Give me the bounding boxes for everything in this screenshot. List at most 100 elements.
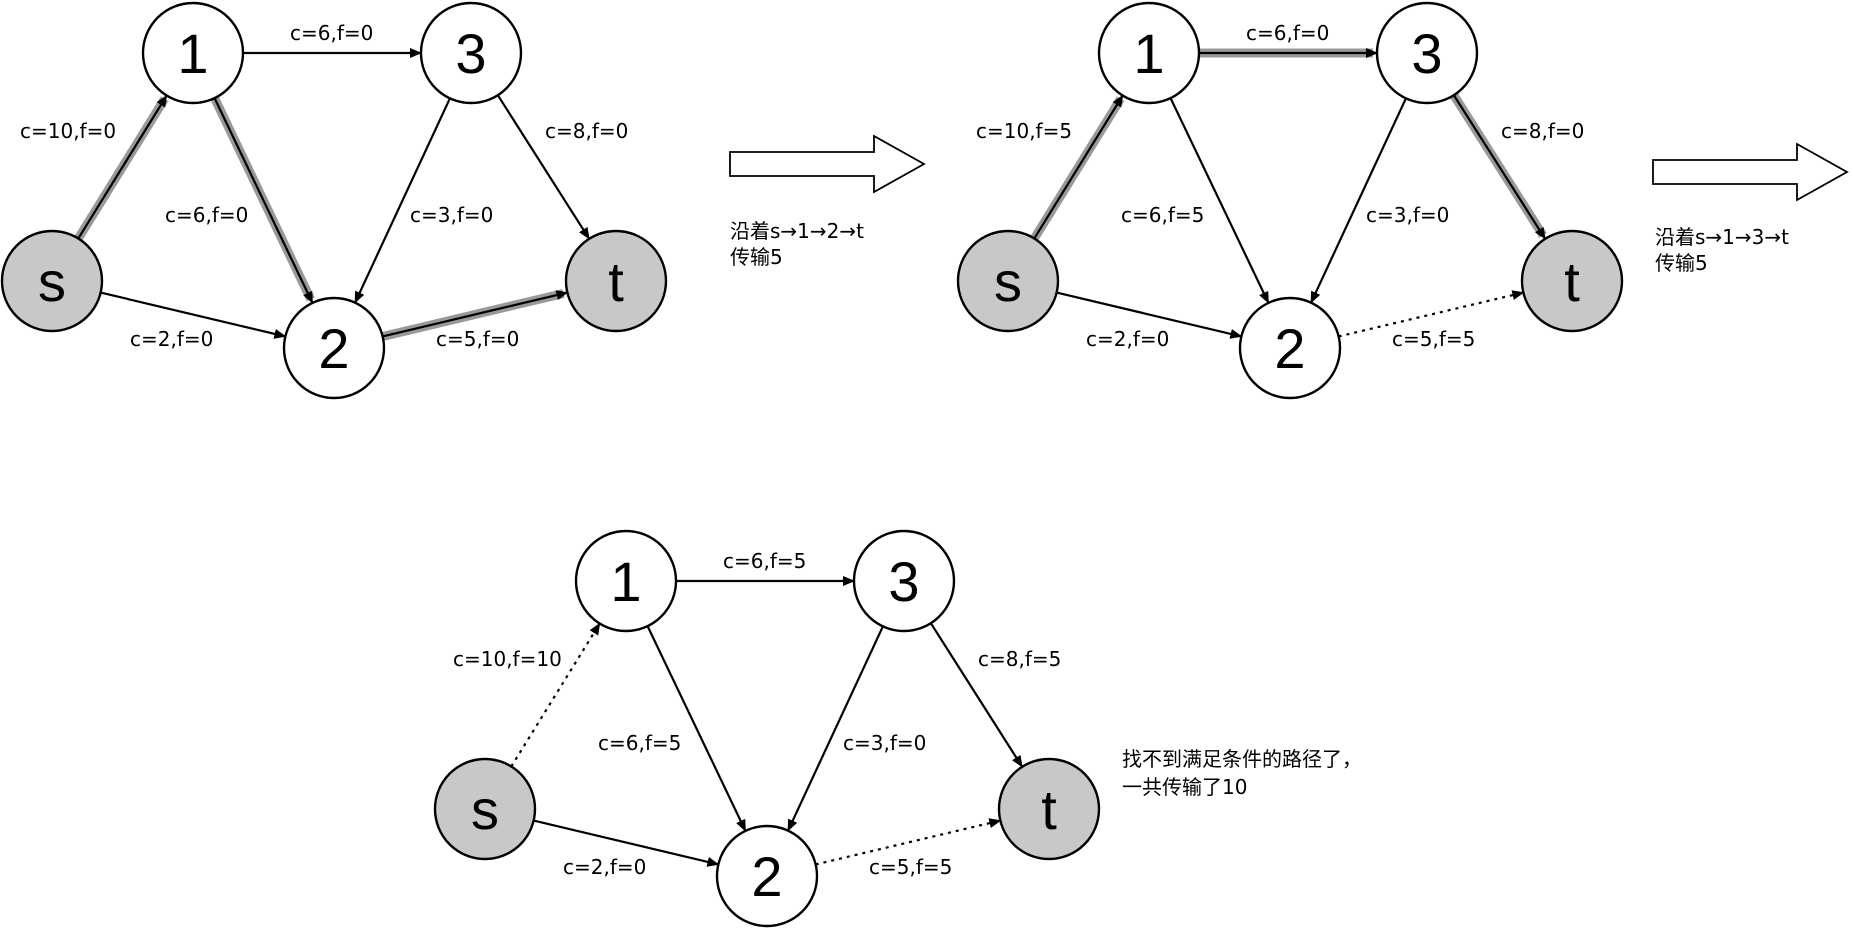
node-circle xyxy=(574,529,678,633)
edge-line xyxy=(100,291,287,339)
edge-3-2: c=3,f=0 xyxy=(354,97,493,304)
edge-label-1-2: c=6,f=5 xyxy=(1121,203,1204,227)
node-s: s xyxy=(956,229,1060,333)
node-circle xyxy=(282,296,386,400)
node-2: 2 xyxy=(715,824,819,928)
edge-s-1: c=10,f=10 xyxy=(453,622,601,768)
edge-label-1-3: c=6,f=0 xyxy=(1246,21,1329,45)
edge-line xyxy=(533,819,720,867)
edge-3-2: c=3,f=0 xyxy=(1310,97,1449,304)
node-label-1: 1 xyxy=(177,22,208,85)
edge-line xyxy=(1056,291,1243,339)
edge-2-t: c=5,f=0 xyxy=(381,289,569,351)
edge-1-3: c=6,f=5 xyxy=(676,549,855,586)
edge-line xyxy=(354,97,451,304)
edge-line xyxy=(1169,97,1270,304)
panel-3: c=10,f=10 c=6,f=5 c=6,f=5 c=3,f=0 c=8,f=5 c=2… xyxy=(433,529,1101,928)
edge-1-3: c=6,f=0 xyxy=(243,21,422,58)
edge-label-s-1: c=10,f=5 xyxy=(976,119,1072,143)
edge-1-2: c=6,f=5 xyxy=(598,625,747,832)
edge-label-s-2: c=2,f=0 xyxy=(1086,327,1169,351)
node-label-2: 2 xyxy=(751,845,782,908)
edge-label-3-t: c=8,f=5 xyxy=(978,647,1061,671)
edge-1-2: c=6,f=0 xyxy=(165,96,315,304)
edge-label-1-2: c=6,f=0 xyxy=(165,203,248,227)
node-label-s: s xyxy=(471,778,499,841)
node-circle xyxy=(715,824,819,928)
node-t: t xyxy=(997,757,1101,861)
edge-line xyxy=(787,625,884,832)
node-label-2: 2 xyxy=(1274,317,1305,380)
node-circle xyxy=(1238,296,1342,400)
step-arrow-1 xyxy=(729,134,926,194)
node-circle xyxy=(0,229,104,333)
node-label-s: s xyxy=(994,250,1022,313)
edge-3-t: c=8,f=0 xyxy=(496,94,628,240)
node-circle xyxy=(141,1,245,105)
edge-s-1: c=10,f=5 xyxy=(976,94,1125,241)
edge-label-3-2: c=3,f=0 xyxy=(1366,203,1449,227)
edge-line xyxy=(1452,94,1547,240)
edge-line xyxy=(646,625,747,832)
edge-label-2-t: c=5,f=5 xyxy=(869,855,952,879)
node-circle xyxy=(564,229,668,333)
node-label-t: t xyxy=(608,250,624,313)
node-circle xyxy=(1097,1,1201,105)
node-t: t xyxy=(1520,229,1624,333)
node-2: 2 xyxy=(282,296,386,400)
step-arrow-2 xyxy=(1652,142,1849,202)
edge-label-1-3: c=6,f=0 xyxy=(290,21,373,45)
edge-label-s-2: c=2,f=0 xyxy=(563,855,646,879)
edge-line xyxy=(382,290,569,338)
panel-2: c=10,f=5 c=6,f=0 c=6,f=5 c=3,f=0 c=8,f=0 c=2,… xyxy=(956,1,1624,400)
edge-line xyxy=(77,94,168,240)
edge-line xyxy=(929,622,1024,768)
node-3: 3 xyxy=(1375,1,1479,105)
edge-label-s-1: c=10,f=0 xyxy=(20,119,116,143)
edge-label-s-2: c=2,f=0 xyxy=(130,327,213,351)
node-circle xyxy=(1520,229,1624,333)
edge-s-2: c=2,f=0 xyxy=(533,819,720,879)
node-2: 2 xyxy=(1238,296,1342,400)
edge-s-2: c=2,f=0 xyxy=(1056,291,1243,351)
node-t: t xyxy=(564,229,668,333)
edge-label-s-1: c=10,f=10 xyxy=(453,647,562,671)
edge-label-3-t: c=8,f=0 xyxy=(545,119,628,143)
edge-label-1-3: c=6,f=5 xyxy=(723,549,806,573)
caption-step1-line1: 沿着s→1→2→t xyxy=(730,219,864,243)
node-circle xyxy=(956,229,1060,333)
node-label-3: 3 xyxy=(455,22,486,85)
edge-3-2: c=3,f=0 xyxy=(787,625,926,832)
edge-line xyxy=(510,622,601,768)
edge-3-t: c=8,f=5 xyxy=(929,622,1061,768)
edge-s-1: c=10,f=0 xyxy=(20,94,169,241)
edge-2-t: c=5,f=5 xyxy=(1338,290,1525,351)
node-3: 3 xyxy=(852,529,956,633)
node-label-2: 2 xyxy=(318,317,349,380)
edge-1-2: c=6,f=5 xyxy=(1121,97,1270,304)
edge-label-3-2: c=3,f=0 xyxy=(410,203,493,227)
node-label-1: 1 xyxy=(610,550,641,613)
node-label-3: 3 xyxy=(888,550,919,613)
node-circle xyxy=(1375,1,1479,105)
node-circle xyxy=(997,757,1101,861)
caption-final-line1: 找不到满足条件的路径了， xyxy=(1122,747,1362,771)
edge-label-2-t: c=5,f=5 xyxy=(1392,327,1475,351)
node-label-3: 3 xyxy=(1411,22,1442,85)
node-circle xyxy=(852,529,956,633)
node-label-t: t xyxy=(1041,778,1057,841)
node-circle xyxy=(433,757,537,861)
caption-step1-line2: 传输5 xyxy=(730,245,783,269)
node-1: 1 xyxy=(1097,1,1201,105)
node-1: 1 xyxy=(141,1,245,105)
caption-step2-line1: 沿着s→1→3→t xyxy=(1655,225,1789,249)
edge-line xyxy=(1310,97,1407,304)
edge-1-3: c=6,f=0 xyxy=(1199,21,1378,58)
node-label-1: 1 xyxy=(1133,22,1164,85)
edge-label-3-t: c=8,f=0 xyxy=(1501,119,1584,143)
edge-2-t: c=5,f=5 xyxy=(815,818,1002,879)
edge-line xyxy=(1033,94,1124,240)
node-label-t: t xyxy=(1564,250,1580,313)
panel-1: c=10,f=0 c=6,f=0 c=6,f=0 c=3,f=0 c=8,f=0 c=2,… xyxy=(0,1,668,400)
